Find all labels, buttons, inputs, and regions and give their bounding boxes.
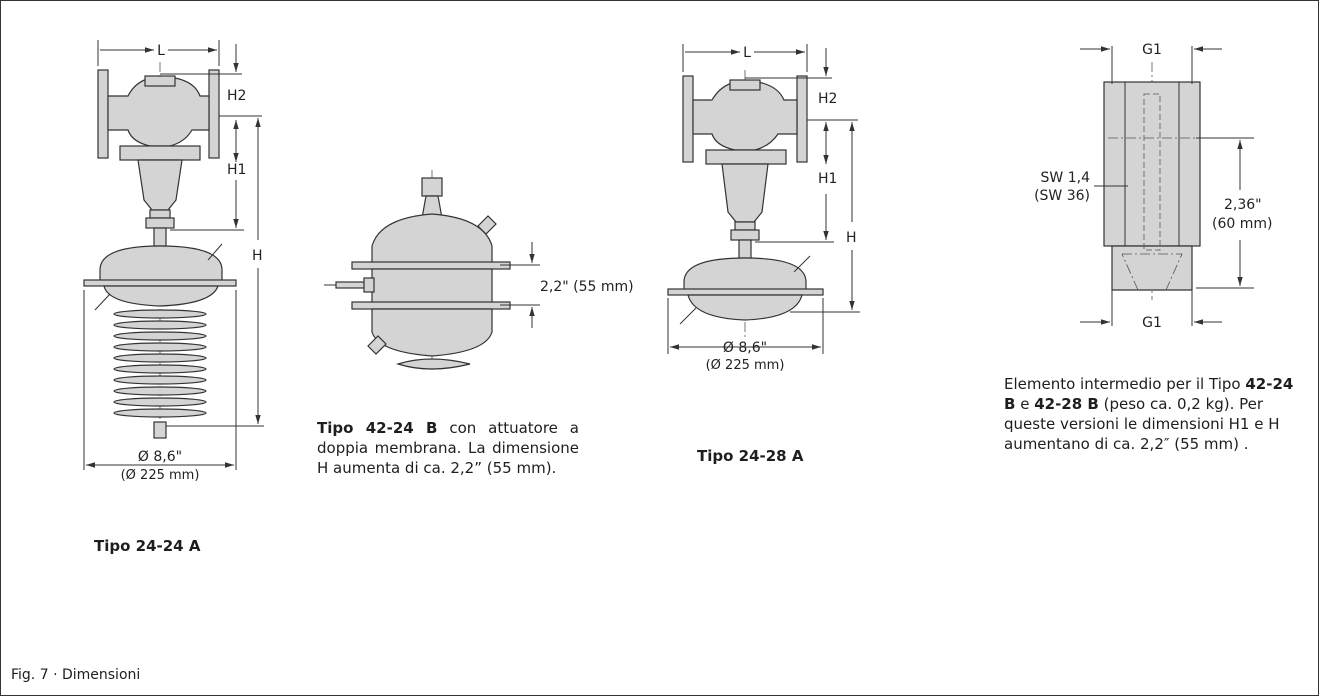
dim-len-in: 2,36"	[1224, 197, 1262, 213]
dim-len-mm: (60 mm)	[1212, 216, 1272, 232]
dim-h2: H2	[227, 88, 246, 104]
dim-g1-top: G1	[1142, 42, 1162, 58]
caption-tipo-24-24-a: Tipo 24-24 A	[94, 537, 201, 555]
caption-tipo-42-24-b: Tipo 42-24 B con attuatore a doppia memb…	[317, 419, 579, 477]
dim-h2: H2	[818, 91, 837, 107]
dim-sw-mm: (SW 36)	[1034, 188, 1090, 204]
caption-elemento-intermedio: Elemento intermedio per il Tipo 42-24 B …	[1004, 375, 1294, 453]
dim-l: L	[157, 43, 165, 59]
dim-sw-in: SW 1,4	[1041, 170, 1091, 186]
dim-h: H	[846, 230, 857, 246]
dim-diameter-in: Ø 8,6"	[138, 449, 182, 465]
dim-h1: H1	[227, 162, 246, 178]
dim-g1-bottom: G1	[1142, 315, 1162, 331]
drawing-tipo-42-24-b: 2,2" (55 mm)	[324, 170, 634, 370]
dim-diameter-mm: (Ø 225 mm)	[121, 468, 200, 483]
dim-h1: H1	[818, 171, 837, 187]
dim-l: L	[743, 45, 751, 61]
dim-diameter-in: Ø 8,6"	[723, 340, 767, 356]
dim-membrane: 2,2" (55 mm)	[540, 279, 634, 295]
drawing-elemento-intermedio: G1 G1 SW 1,4 (SW 36) 2,36" (60 mm)	[1034, 42, 1272, 331]
dim-h: H	[252, 248, 263, 264]
drawing-tipo-24-24-a: L H2 H1 H Ø 8,6" (Ø 225 mm)	[83, 40, 264, 483]
dim-diameter-mm: (Ø 225 mm)	[706, 358, 785, 373]
figure-label: Fig. 7 · Dimensioni	[11, 667, 141, 683]
drawing-tipo-24-28-a: L H2 H1 H Ø 8,6" (Ø 225 mm)	[667, 44, 860, 373]
caption-tipo-24-28-a: Tipo 24-28 A	[697, 447, 804, 465]
